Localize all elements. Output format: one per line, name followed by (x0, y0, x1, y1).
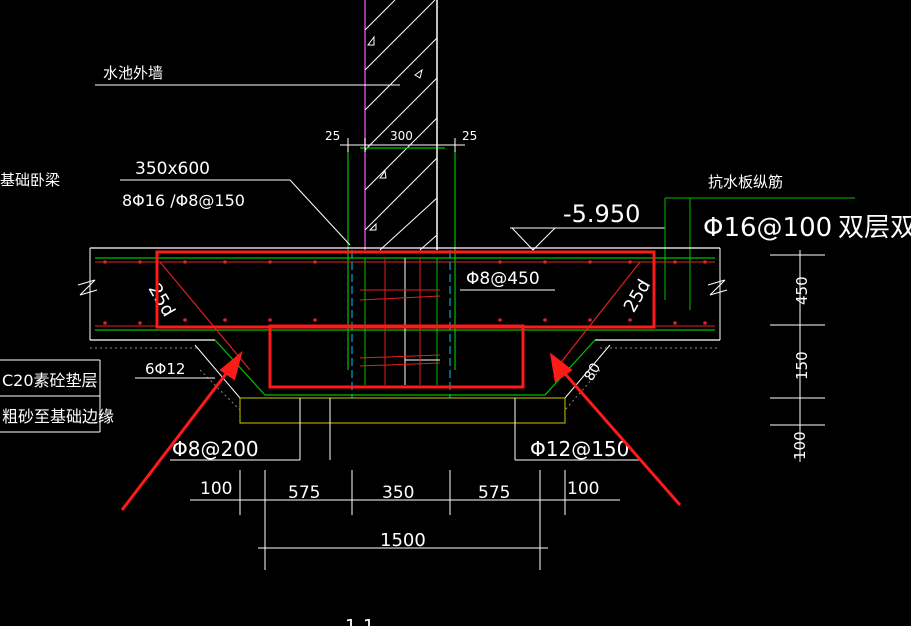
pool-wall-label-group: 水池外墙 (95, 64, 400, 86)
bottom-right-rebar-label: Φ12@150 (530, 437, 629, 461)
anchor-left-label: 25d (144, 280, 179, 320)
slab-rebar-label: 抗水板纵筋 (708, 173, 783, 191)
dim-575-right: 575 (478, 483, 510, 503)
dim-top-25-left: 25 (325, 129, 340, 143)
double-layer-label: 双层双向 (838, 213, 911, 243)
top-dimension: 25 300 25 (325, 129, 477, 152)
dim-total: 1500 (380, 530, 426, 551)
arrow-right-line (558, 367, 682, 506)
beam-size-label: 350x600 (135, 159, 210, 179)
bottom-left-rebar-label: Φ8@200 (172, 437, 259, 461)
arrow-left-line (120, 365, 234, 511)
foundation-beam-label: 基础卧梁 (0, 171, 60, 189)
highlight-box-beam (268, 324, 525, 389)
dim-right-150: 150 (793, 351, 811, 380)
elevation-marker: -5.950 (510, 200, 665, 251)
elevation-label: -5.950 (563, 200, 640, 228)
dim-top-300: 300 (390, 129, 413, 143)
slab: 25d 25d (77, 247, 728, 371)
beam-rebar-label: 8Φ16 /Φ8@150 (122, 191, 245, 210)
dim-575-left: 575 (288, 483, 320, 503)
concrete-pad-label: C20素砼垫层 (2, 371, 98, 390)
arrow-left-head (219, 350, 243, 381)
dim-100-right: 100 (567, 479, 599, 499)
bar-6phi12-label: 6Φ12 (145, 360, 185, 378)
highlight-annotations (120, 250, 682, 511)
slab-rebar-group: 抗水板纵筋 Φ16@100 双层双向 (664, 173, 911, 310)
dim-right-450: 450 (793, 276, 811, 305)
stirrup-450-label: Φ8@450 (466, 269, 540, 289)
sand-edge-label: 粗砂至基础边缘 (2, 407, 114, 426)
pool-wall-label: 水池外墙 (103, 64, 163, 82)
svg-text:80: 80 (581, 360, 604, 383)
beam-spec-group: 350x600 8Φ16 /Φ8@150 (120, 159, 351, 246)
foundation-lower: 6Φ12 80 (90, 339, 720, 424)
arrow-right-head (549, 352, 573, 383)
right-dimension: 450 150 100 (770, 250, 825, 462)
dim-right-100: 100 (791, 431, 809, 460)
pool-wall (347, 0, 456, 370)
dim-100-left: 100 (200, 479, 232, 499)
bottom-partial-label: 1-1 (345, 616, 374, 626)
bottom-rebar-labels: Φ8@200 Φ12@150 (170, 398, 640, 461)
left-notes: C20素砼垫层 粗砂至基础边缘 (0, 359, 114, 433)
anchor-right-label: 25d (620, 276, 655, 316)
bottom-dimension: 100 575 350 575 100 1500 1-1 (190, 470, 620, 626)
slab-rebar-value: Φ16@100 (703, 213, 832, 243)
dim-350: 350 (382, 483, 414, 503)
dim-top-25-right: 25 (462, 129, 477, 143)
center-beam: Φ8@450 (351, 250, 555, 398)
